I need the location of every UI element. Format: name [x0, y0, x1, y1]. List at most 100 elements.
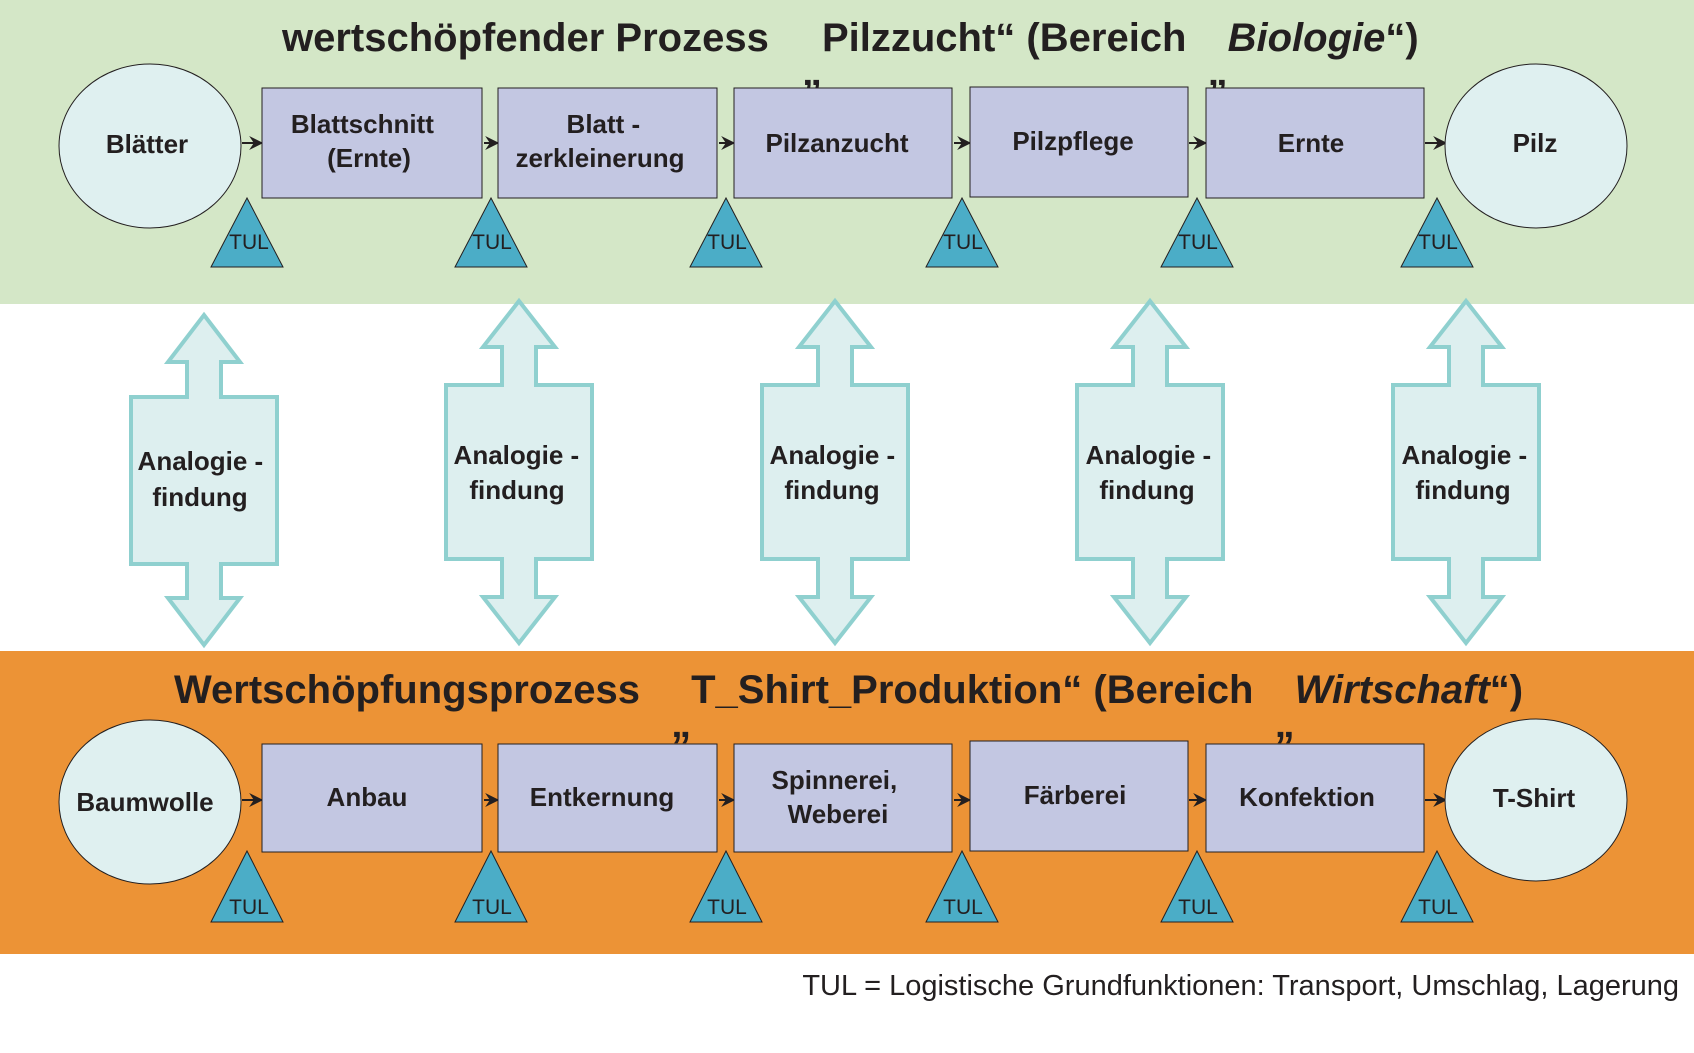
top-title-suffix: ): [1405, 16, 1418, 60]
bottom-band-title: Wertschöpfungsprozess „T_Shirt_Produktio…: [174, 668, 1523, 746]
tul-marker: TUL: [210, 196, 284, 268]
top-title-mid: (Bereich: [1026, 16, 1186, 60]
double-arrow-shape: [444, 297, 594, 647]
analogy-label: Analogie - findung: [1086, 440, 1219, 505]
step-label-line: (Ernte): [327, 143, 411, 173]
tul-triangle: [1400, 849, 1474, 923]
process-step: Pilzanzucht: [733, 87, 953, 199]
tul-label: TUL: [1178, 231, 1218, 254]
process-step: Ernte: [1205, 87, 1425, 199]
process-step: Spinnerei, Weberei: [733, 743, 953, 853]
tul-label: TUL: [707, 231, 747, 254]
tul-marker: TUL: [1160, 196, 1234, 268]
step-box: [1205, 87, 1425, 199]
tul-triangle: [1160, 849, 1234, 923]
analogy-arrow: Analogie - findung: [129, 311, 279, 649]
step-box: [497, 87, 718, 199]
process-step: Färberei: [969, 740, 1189, 852]
process-step: Blattschnitt (Ernte): [261, 87, 483, 199]
step-label-line: Weberei: [788, 799, 889, 829]
tul-triangle: [689, 849, 763, 923]
top-output-label: Pilz: [1513, 128, 1558, 158]
tul-marker: TUL: [689, 196, 763, 268]
tul-label: TUL: [1418, 231, 1458, 254]
top-input-label: Blätter: [106, 129, 188, 159]
top-input-node: Blätter: [58, 63, 242, 229]
analogy-arrows: Analogie - findung Analogie - findung An…: [129, 297, 1541, 649]
step-box: [733, 743, 953, 853]
bottom-steps: Anbau Entkernung Spinnerei, Weberei Färb…: [261, 740, 1425, 853]
tul-marker: TUL: [925, 196, 999, 268]
step-label: Anbau: [327, 782, 408, 812]
bottom-title-prefix: Wertschöpfungsprozess: [174, 668, 640, 712]
step-label: Pilzanzucht: [765, 128, 908, 158]
process-step: Entkernung: [497, 743, 718, 853]
top-tul-markers: TUL TUL TUL TUL TUL TUL: [210, 196, 1474, 268]
tul-triangle: [1160, 196, 1234, 268]
step-box: [969, 740, 1189, 852]
tul-triangle: [454, 849, 528, 923]
tul-label: TUL: [943, 231, 983, 254]
tul-triangle: [925, 849, 999, 923]
step-label-line: Blattschnitt: [291, 109, 434, 139]
top-band-title: wertschöpfender Prozess „Pilzzucht“ (Ber…: [281, 16, 1419, 94]
tul-label: TUL: [472, 231, 512, 254]
tul-triangle: [689, 196, 763, 268]
double-arrow-shape: [760, 297, 910, 647]
output-circle: [1444, 63, 1628, 229]
process-step: Blatt - zerkleinerung: [497, 87, 718, 199]
bottom-output-node: T-Shirt: [1444, 718, 1628, 882]
tul-triangle: [925, 196, 999, 268]
tul-label: TUL: [229, 231, 269, 254]
analogy-label-line: findung: [1099, 475, 1194, 505]
process-step: Pilzpflege: [969, 86, 1189, 198]
bottom-title-italic: Wirtschaft: [1295, 668, 1492, 712]
tul-triangle: [210, 196, 284, 268]
top-title-prefix: wertschöpfender Prozess: [281, 16, 769, 60]
top-output-node: Pilz: [1444, 63, 1628, 229]
step-label: Entkernung: [530, 782, 674, 812]
tul-marker: TUL: [1160, 849, 1234, 923]
analogy-arrow: Analogie - findung: [760, 297, 910, 647]
bottom-title-quoted: T_Shirt_Produktion: [691, 668, 1062, 712]
bottom-input-node: Baumwolle: [58, 719, 242, 885]
tul-marker: TUL: [925, 849, 999, 923]
bottom-title-suffix: ): [1510, 668, 1523, 712]
analogy-label-line: Analogie -: [1086, 440, 1212, 470]
tul-triangle: [210, 849, 284, 923]
tul-triangle: [454, 196, 528, 268]
input-circle: [58, 63, 242, 229]
double-arrow-shape: [1075, 297, 1225, 647]
double-arrow-shape: [1391, 297, 1541, 647]
step-box: [969, 86, 1189, 198]
step-label-line: Spinnerei,: [772, 765, 898, 795]
tul-triangle: [1400, 196, 1474, 268]
tul-label: TUL: [472, 896, 512, 919]
analogy-arrow: Analogie - findung: [444, 297, 594, 647]
analogy-label-line: Analogie -: [770, 440, 896, 470]
output-circle: [1444, 718, 1628, 882]
step-label: Pilzpflege: [1012, 126, 1133, 156]
top-title-italic: Biologie: [1228, 16, 1386, 60]
tul-marker: TUL: [1400, 849, 1474, 923]
tul-label: TUL: [1178, 896, 1218, 919]
analogy-label: Analogie - findung: [138, 446, 271, 512]
step-box: [261, 743, 483, 853]
analogy-label-line: Analogie -: [138, 446, 264, 476]
analogy-arrow: Analogie - findung: [1391, 297, 1541, 647]
footnote: TUL = Logistische Grundfunktionen: Trans…: [802, 970, 1679, 1002]
step-label-line: Blatt -: [567, 109, 641, 139]
analogy-arrow: Analogie - findung: [1075, 297, 1225, 647]
top-title-quoted: Pilzzucht: [822, 16, 995, 60]
bottom-tul-markers: TUL TUL TUL TUL TUL TUL: [210, 849, 1474, 923]
top-steps: Blattschnitt (Ernte) Blatt - zerkleineru…: [261, 86, 1425, 199]
analogy-label: Analogie - findung: [454, 440, 587, 505]
step-label-line: zerkleinerung: [515, 143, 684, 173]
step-label: Blatt - zerkleinerung: [515, 109, 684, 173]
bottom-output-label: T-Shirt: [1493, 783, 1576, 813]
tul-marker: TUL: [210, 849, 284, 923]
analogy-label-line: findung: [152, 482, 247, 512]
bottom-title-mid: (Bereich: [1093, 668, 1253, 712]
analogy-label-line: Analogie -: [1402, 440, 1528, 470]
